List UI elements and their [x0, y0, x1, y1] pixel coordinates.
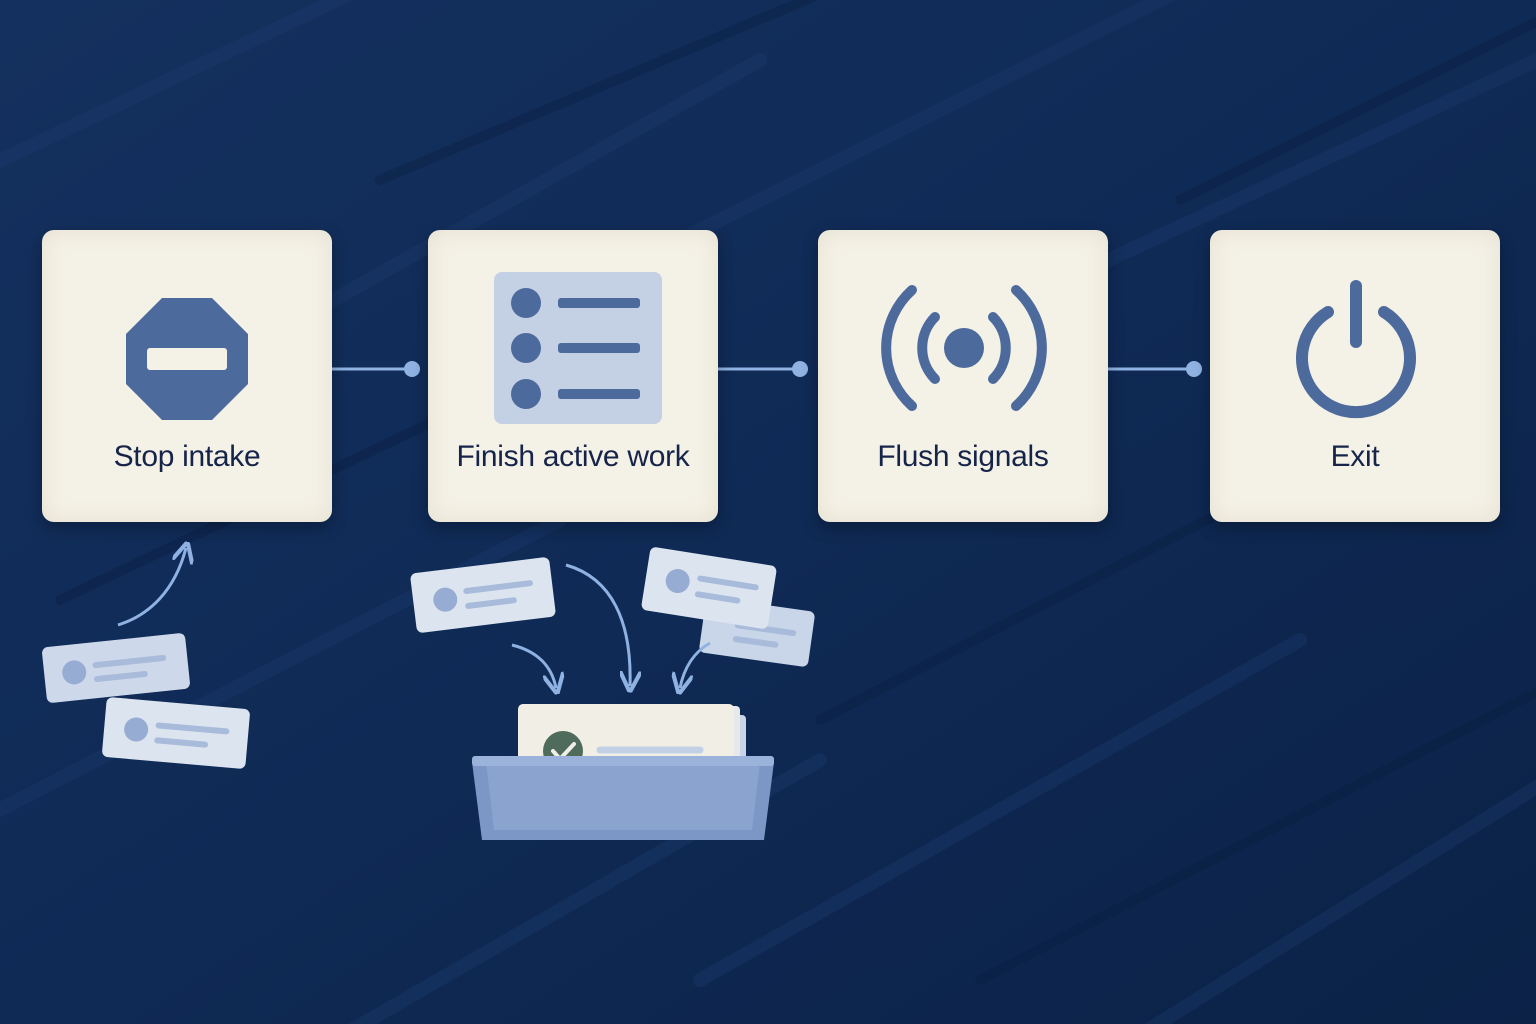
connector-1	[330, 361, 420, 377]
step-card-exit: Exit	[1210, 230, 1500, 522]
work-arrow-2	[565, 563, 630, 686]
work-card-3	[641, 547, 777, 629]
step-card-flush-signals: Flush signals	[818, 230, 1108, 522]
rejected-arrow	[117, 548, 186, 627]
task-list-icon	[494, 272, 662, 424]
step-label: Finish active work	[456, 440, 690, 473]
step-label: Stop intake	[113, 440, 261, 473]
step-card-finish-active-work: Finish active work	[428, 230, 718, 522]
work-arrow-3	[680, 641, 711, 688]
connector-2	[716, 361, 808, 377]
request-card-rejected-1	[42, 633, 190, 703]
power-icon	[1296, 280, 1416, 419]
step-label: Exit	[1330, 440, 1380, 473]
completed-tray	[472, 704, 774, 840]
work-card-1	[410, 557, 556, 633]
connector-3	[1108, 361, 1202, 377]
step-label: Flush signals	[877, 440, 1049, 473]
stop-sign-icon	[126, 298, 248, 420]
step-card-stop-intake: Stop intake	[42, 230, 332, 522]
broadcast-icon	[881, 285, 1047, 411]
work-arrow-1	[511, 643, 556, 688]
request-card-rejected-2	[102, 697, 250, 769]
